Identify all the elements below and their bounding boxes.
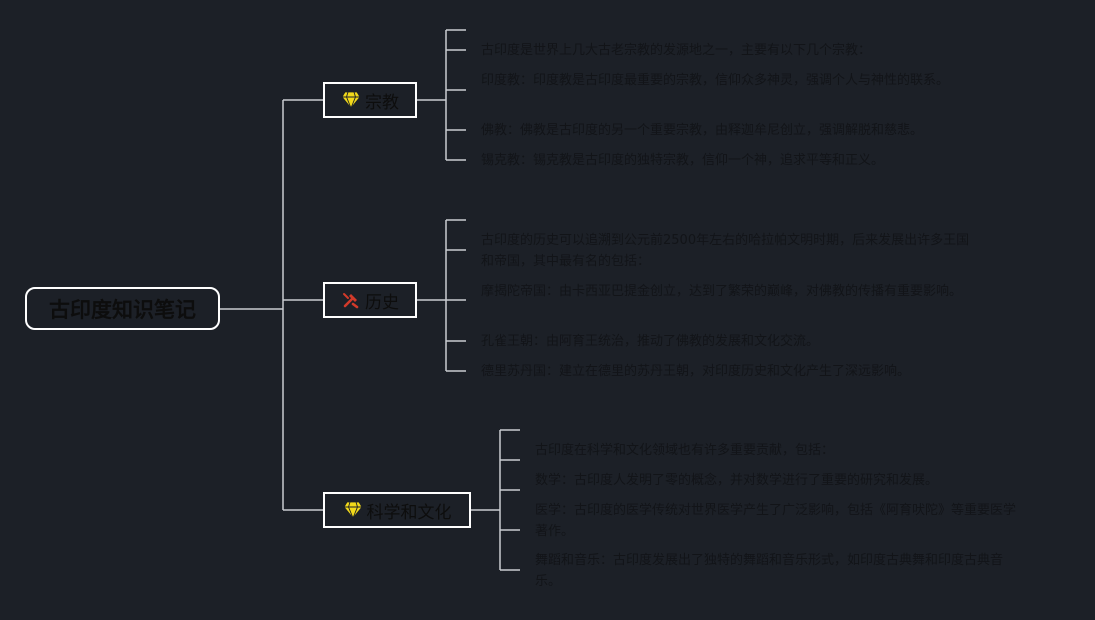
branch-label-religion: 宗教 xyxy=(365,92,399,113)
leaf-history-maurya[interactable]: 孔雀王朝：由阿育王统治，推动了佛教的发展和文化交流。 xyxy=(481,334,820,349)
leaf-religion-buddhism[interactable]: 佛教：佛教是古印度的另一个重要宗教，由释迦牟尼创立，强调解脱和慈悲。 xyxy=(481,123,924,138)
leaf-history-delhi-sultanate[interactable]: 德里苏丹国：建立在德里的苏丹王朝，对印度历史和文化产生了深远影响。 xyxy=(481,364,911,379)
leaf-science-medicine[interactable]: 医学：古印度的医学传统对世界医学产生了广泛影响，包括《阿育吠陀》等重要医学著作。 xyxy=(535,503,1017,539)
gem-icon xyxy=(341,90,361,110)
branch-label-history: 历史 xyxy=(365,292,399,313)
root-node[interactable]: 古印度知识笔记 xyxy=(25,287,220,330)
gem-icon xyxy=(343,500,363,520)
leaf-history-magadha[interactable]: 摩揭陀帝国：由卡西亚巴提金创立，达到了繁荣的巅峰，对佛教的传播有重要影响。 xyxy=(481,284,963,299)
branch-node-science-culture[interactable]: 科学和文化 xyxy=(323,492,471,528)
leaf-science-intro[interactable]: 古印度在科学和文化领域也有许多重要贡献，包括： xyxy=(535,443,835,458)
leaf-science-math[interactable]: 数学：古印度人发明了零的概念，并对数学进行了重要的研究和发展。 xyxy=(535,473,939,488)
leaf-religion-hinduism[interactable]: 印度教：印度教是古印度最重要的宗教，信仰众多神灵，强调个人与神性的联系。 xyxy=(481,73,950,88)
branch-label-science-culture: 科学和文化 xyxy=(366,502,452,523)
root-title: 古印度知识笔记 xyxy=(49,297,196,322)
branch-node-history[interactable]: 历史 xyxy=(323,282,417,318)
leaf-science-dance-music[interactable]: 舞蹈和音乐：古印度发展出了独特的舞蹈和音乐形式，如印度古典舞和印度古典音乐。 xyxy=(535,553,1004,589)
branch-node-religion[interactable]: 宗教 xyxy=(323,82,417,118)
leaf-religion-intro[interactable]: 古印度是世界上几大古老宗教的发源地之一，主要有以下几个宗教： xyxy=(481,43,872,58)
leaf-religion-sikhism[interactable]: 锡克教：锡克教是古印度的独特宗教，信仰一个神，追求平等和正义。 xyxy=(481,153,885,168)
tools-icon xyxy=(341,290,361,310)
leaf-history-intro[interactable]: 古印度的历史可以追溯到公元前2500年左右的哈拉帕文明时期，后来发展出许多王国和… xyxy=(481,233,970,269)
